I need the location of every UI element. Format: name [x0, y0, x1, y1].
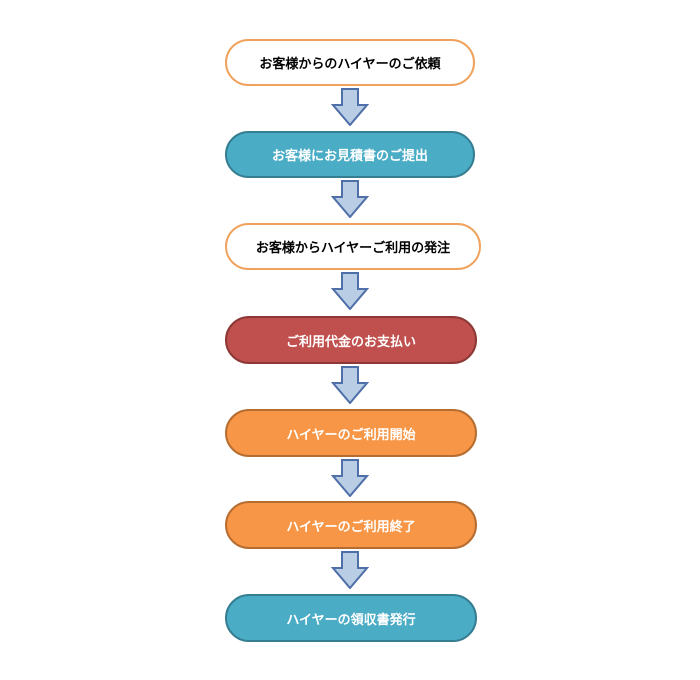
down-arrow-icon: [331, 366, 369, 404]
down-arrow-icon: [331, 272, 369, 310]
down-arrow-icon: [331, 459, 369, 497]
step-service-start: ハイヤーのご利用開始: [225, 409, 477, 457]
step-order: お客様からハイヤーご利用の発注: [225, 223, 481, 270]
step-payment: ご利用代金のお支払い: [225, 316, 477, 364]
down-arrow-icon: [331, 551, 369, 589]
down-arrow-icon: [331, 88, 369, 126]
step-receipt: ハイヤーの領収書発行: [225, 594, 477, 642]
step-quotation: お客様にお見積書のご提出: [225, 131, 475, 178]
step-request: お客様からのハイヤーのご依頼: [225, 39, 475, 86]
step-service-end: ハイヤーのご利用終了: [225, 501, 477, 549]
down-arrow-icon: [331, 180, 369, 218]
